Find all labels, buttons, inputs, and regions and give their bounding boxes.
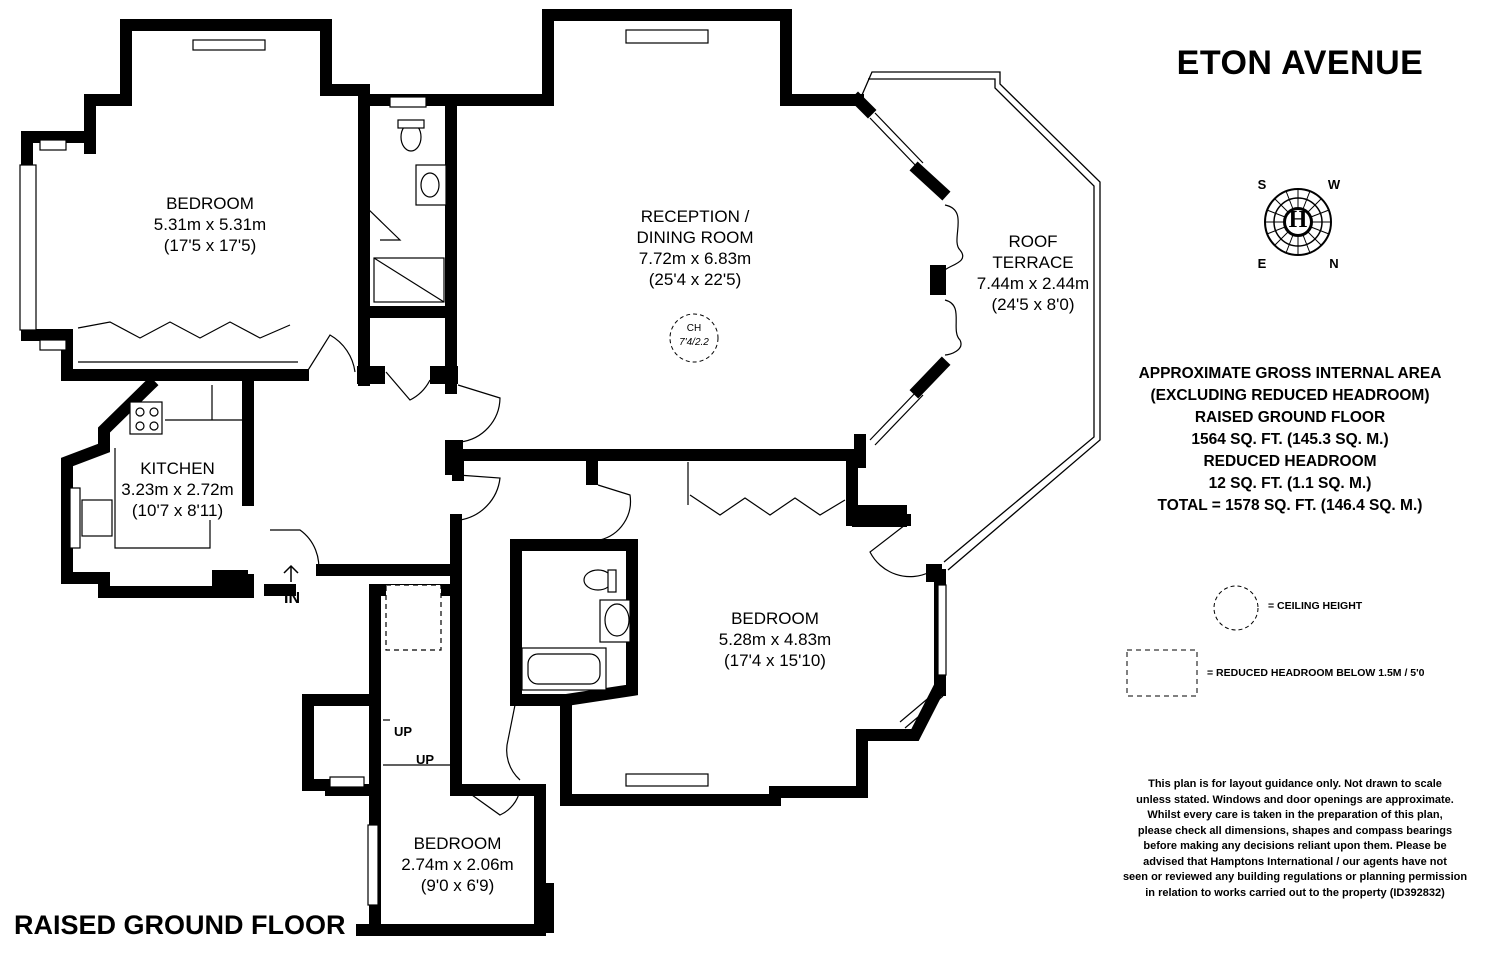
- doors: [270, 204, 964, 816]
- ceiling-height-label: CH 7'4/2.2: [664, 322, 724, 350]
- area-line: TOTAL = 1578 SQ. FT. (146.4 SQ. M.): [1157, 497, 1423, 514]
- room-metric: 7.72m x 6.83m: [638, 249, 752, 268]
- area-line: (EXCLUDING REDUCED HEADROOM): [1150, 387, 1430, 404]
- disclaimer-line: Whilst every care is taken in the prepar…: [1147, 809, 1443, 821]
- room-name: BEDROOM: [413, 834, 502, 853]
- legend-reduced-headroom: = REDUCED HEADROOM BELOW 1.5M / 5'0: [1207, 667, 1425, 679]
- room-metric: 5.31m x 5.31m: [153, 215, 267, 234]
- room-label-roof-terrace: ROOF TERRACE 7.44m x 2.44m (24'5 x 8'0): [958, 231, 1108, 315]
- legend-ceiling-height: = CEILING HEIGHT: [1268, 600, 1363, 612]
- room-imperial: (9'0 x 6'9): [420, 876, 495, 895]
- legend-reduced-headroom-icon: [1126, 649, 1198, 697]
- room-name: KITCHEN: [140, 459, 215, 478]
- compass-letter-w: W: [1327, 177, 1341, 192]
- compass-letter-n: N: [1329, 256, 1339, 271]
- room-metric: 7.44m x 2.44m: [976, 274, 1090, 293]
- room-metric: 2.74m x 2.06m: [401, 855, 514, 874]
- compass-letter-e: E: [1257, 256, 1267, 271]
- room-imperial: (25'4 x 22'5): [648, 270, 742, 289]
- floor-label: RAISED GROUND FLOOR: [14, 910, 346, 940]
- compass-center-letter: H: [1288, 207, 1308, 233]
- wall-blocks: [212, 265, 946, 933]
- disclaimer-line: before making any decisions reliant upon…: [1143, 840, 1447, 852]
- room-label-bedroom-3: BEDROOM 2.74m x 2.06m (9'0 x 6'9): [390, 833, 525, 896]
- page-title: ETON AVENUE: [1176, 44, 1424, 82]
- windows: [19, 29, 947, 906]
- entrance-arrow-icon: [283, 564, 299, 582]
- disclaimer-line: unless stated. Windows and door openings…: [1136, 793, 1454, 806]
- area-line: REDUCED HEADROOM: [1203, 453, 1377, 470]
- disclaimer-line: This plan is for layout guidance only. N…: [1148, 778, 1442, 790]
- room-imperial: (17'4 x 15'10): [724, 651, 826, 670]
- entrance-label: IN: [284, 590, 300, 607]
- disclaimer-line: advised that Hamptons International / ou…: [1143, 855, 1447, 868]
- room-name: ROOF: [1008, 232, 1058, 251]
- disclaimer-line: seen or reviewed any building regulation…: [1122, 871, 1468, 883]
- fixtures: [81, 119, 631, 766]
- area-summary: APPROXIMATE GROSS INTERNAL AREA (EXCLUDI…: [1100, 363, 1480, 517]
- ceiling-height-marker: [669, 313, 719, 363]
- ceiling-height-value: 7'4/2.2: [679, 337, 709, 348]
- area-line: RAISED GROUND FLOOR: [1194, 409, 1386, 426]
- disclaimer-line: in relation to works carried out to the …: [1145, 886, 1445, 899]
- room-name: DINING ROOM: [636, 228, 754, 247]
- room-imperial: (24'5 x 8'0): [991, 295, 1075, 314]
- room-name: TERRACE: [992, 253, 1074, 272]
- area-line: 1564 SQ. FT. (145.3 SQ. M.): [1191, 431, 1389, 448]
- room-name: RECEPTION /: [640, 207, 750, 226]
- room-imperial: (17'5 x 17'5): [163, 236, 257, 255]
- area-line: APPROXIMATE GROSS INTERNAL AREA: [1138, 365, 1442, 382]
- room-label-kitchen: KITCHEN 3.23m x 2.72m (10'7 x 8'11): [110, 458, 245, 521]
- roof-terrace-outline: [861, 71, 1101, 571]
- room-label-bedroom-2: BEDROOM 5.28m x 4.83m (17'4 x 15'10): [695, 608, 855, 671]
- ceiling-height-caption: CH: [686, 323, 702, 334]
- stair-label-up: UP: [415, 752, 435, 767]
- room-metric: 5.28m x 4.83m: [718, 630, 832, 649]
- room-name: BEDROOM: [731, 609, 819, 628]
- area-line: 12 SQ. FT. (1.1 SQ. M.): [1208, 475, 1372, 492]
- wardrobes: [77, 321, 846, 516]
- stair-label-up: UP: [393, 724, 413, 739]
- disclaimer: This plan is for layout guidance only. N…: [1105, 777, 1485, 901]
- room-metric: 3.23m x 2.72m: [121, 480, 234, 499]
- compass-letter-s: S: [1257, 177, 1267, 192]
- compass-icon: [1264, 188, 1332, 256]
- room-name: BEDROOM: [166, 194, 254, 213]
- room-imperial: (10'7 x 8'11): [131, 501, 224, 520]
- room-label-bedroom-1: BEDROOM 5.31m x 5.31m (17'5 x 17'5): [140, 193, 280, 256]
- room-label-reception: RECEPTION / DINING ROOM 7.72m x 6.83m (2…: [620, 206, 770, 290]
- disclaimer-line: please check all dimensions, shapes and …: [1137, 824, 1453, 837]
- legend-ceiling-height-icon: [1213, 585, 1259, 631]
